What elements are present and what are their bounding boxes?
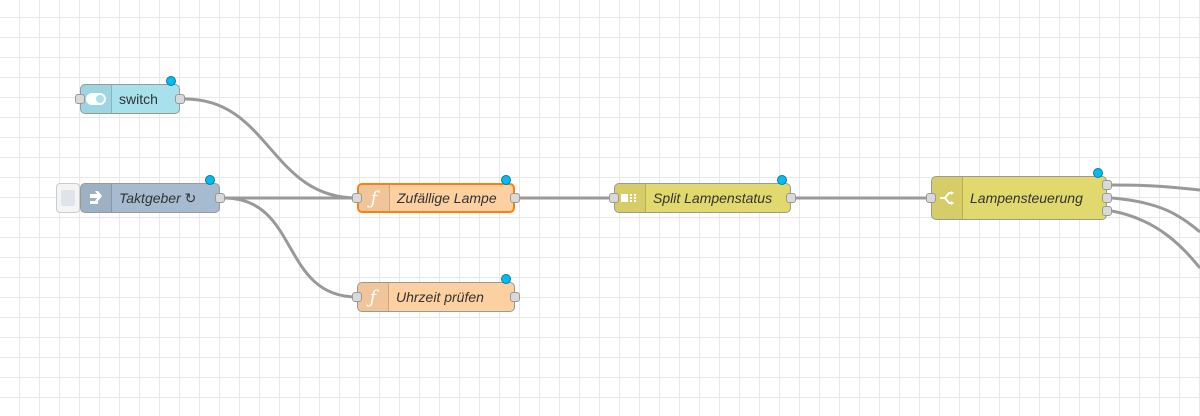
wire-taktgeber-to-uhrzeit[interactable] — [223, 196, 358, 299]
output-port[interactable] — [1102, 180, 1112, 190]
node-label: Uhrzeit prüfen — [396, 289, 484, 305]
node-uhrzeit-pruefen[interactable]: ƒ Uhrzeit prüfen — [357, 282, 515, 312]
output-port[interactable] — [175, 94, 185, 104]
split-icon — [615, 184, 646, 212]
node-label: Lampensteuerung — [970, 190, 1083, 206]
node-label: switch — [119, 91, 158, 107]
input-port[interactable] — [926, 193, 936, 203]
wire-switch-to-zufaellige[interactable] — [184, 97, 358, 200]
node-label: Zufällige Lampe — [397, 190, 497, 206]
node-label: Taktgeber ↻ — [119, 189, 197, 206]
output-port[interactable] — [510, 292, 520, 302]
changed-indicator — [501, 175, 511, 185]
output-port[interactable] — [510, 193, 520, 203]
function-icon: ƒ — [358, 283, 389, 311]
wire-lampen-out-2[interactable] — [1111, 196, 1200, 234]
changed-indicator — [166, 76, 176, 86]
switch-route-icon — [932, 177, 963, 219]
node-label: Split Lampenstatus — [653, 190, 773, 206]
output-port[interactable] — [215, 193, 225, 203]
function-icon: ƒ — [359, 185, 390, 211]
input-port[interactable] — [352, 193, 362, 203]
node-lampensteuerung[interactable]: Lampensteuerung — [931, 176, 1107, 220]
node-split-lampenstatus[interactable]: Split Lampenstatus — [614, 183, 791, 213]
inject-trigger-button[interactable] — [56, 183, 80, 213]
inject-arrow-icon — [81, 184, 112, 212]
toggle-icon — [81, 85, 112, 113]
input-port[interactable] — [609, 193, 619, 203]
output-port[interactable] — [786, 193, 796, 203]
input-port[interactable] — [352, 292, 362, 302]
output-port[interactable] — [1102, 193, 1112, 203]
node-switch[interactable]: switch — [80, 84, 180, 114]
output-port[interactable] — [1102, 206, 1112, 216]
changed-indicator — [205, 175, 215, 185]
wire-lampen-out-1[interactable] — [1111, 183, 1200, 192]
wire-lampen-out-3[interactable] — [1111, 209, 1200, 269]
node-taktgeber[interactable]: Taktgeber ↻ — [80, 183, 220, 213]
changed-indicator — [501, 274, 511, 284]
changed-indicator — [777, 175, 787, 185]
node-zufaellige-lampe[interactable]: ƒ Zufällige Lampe — [357, 183, 515, 213]
changed-indicator — [1093, 168, 1103, 178]
input-port[interactable] — [75, 94, 85, 104]
